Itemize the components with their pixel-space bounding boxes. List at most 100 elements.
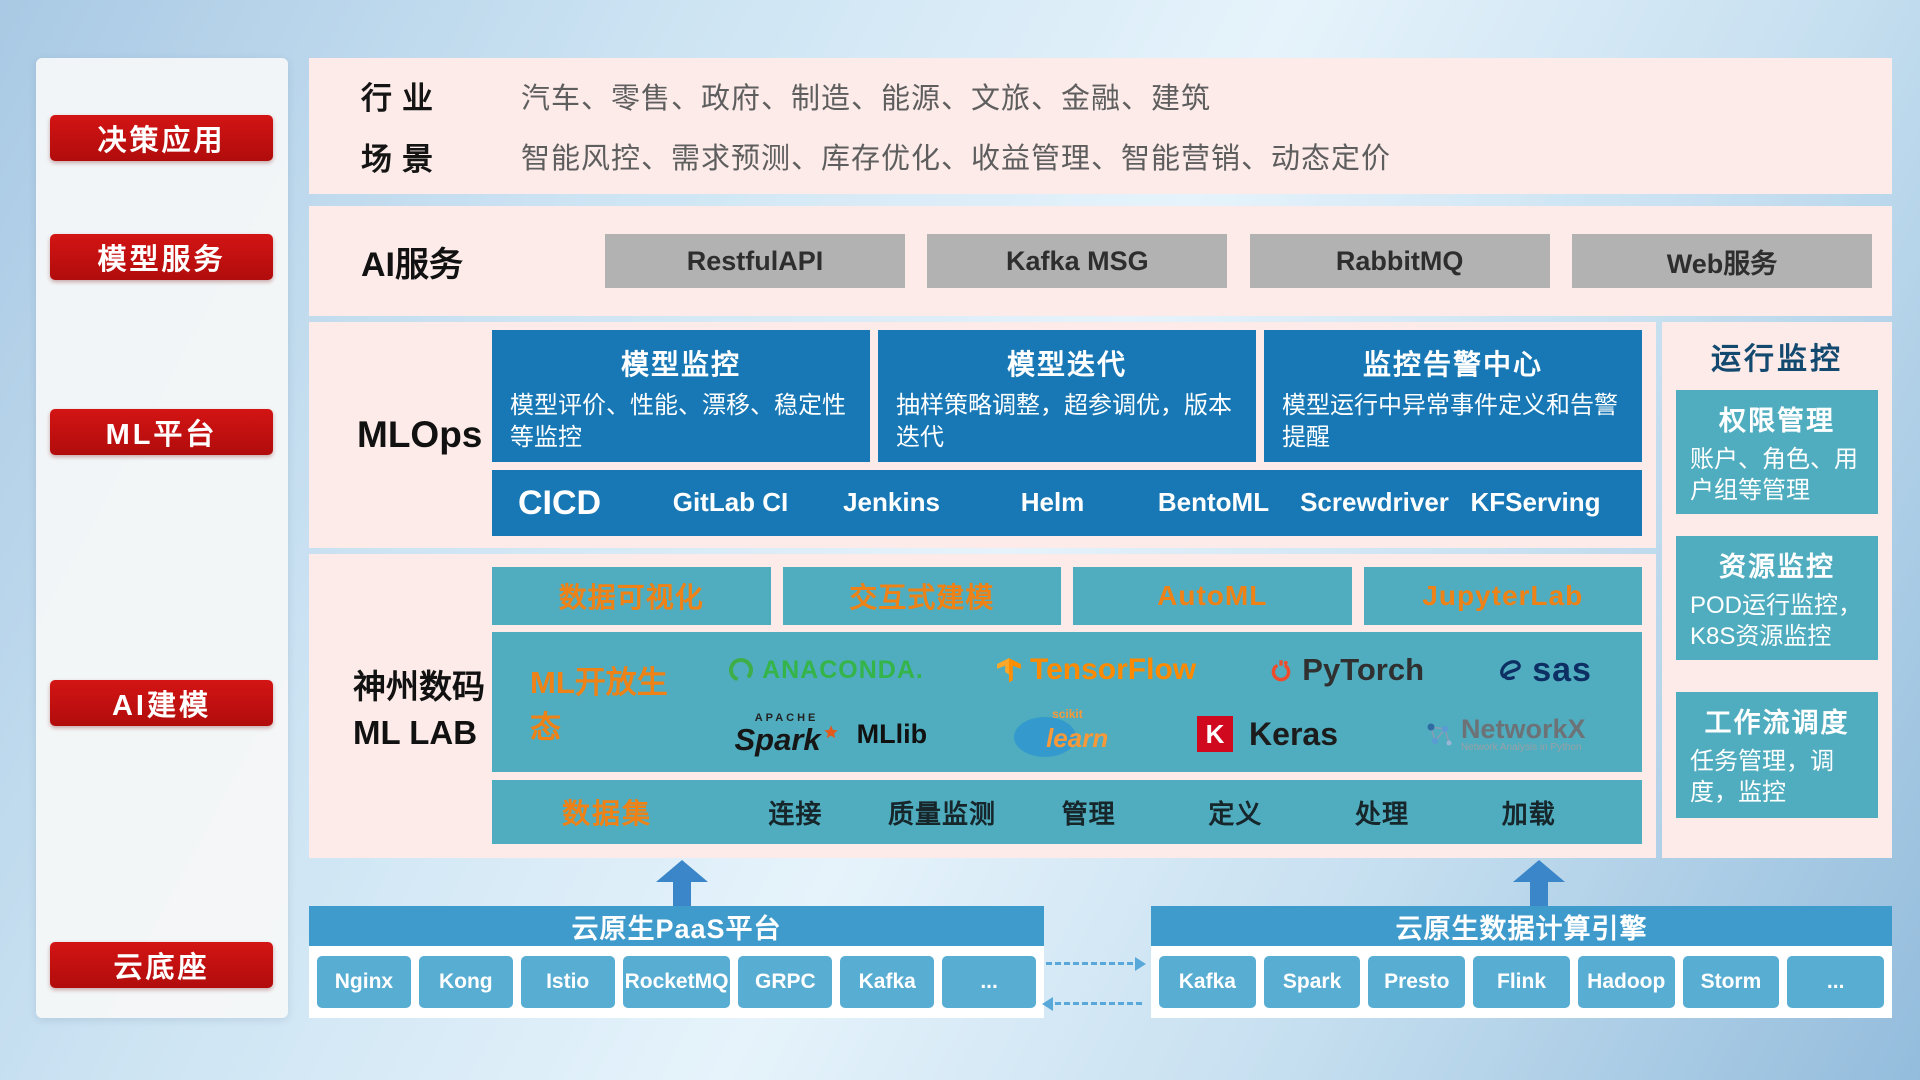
layer-label-cloud-base: 云底座 xyxy=(50,942,273,988)
runtime-monitor-title: 运行监控 xyxy=(1711,343,1843,376)
ecosystem-logo-row-2: APACHE Spark MLlib scikit learn xyxy=(692,704,1628,764)
card-desc: 账户、角色、用户组等管理 xyxy=(1690,446,1858,505)
card-desc: POD运行监控，K8S资源监控 xyxy=(1690,592,1863,651)
ecosystem-logo-row-1: ANACONDA. TensorFlow PyTorch sas xyxy=(692,640,1628,700)
ai-service-items: RestfulAPI Kafka MSG RabbitMQ Web服务 xyxy=(605,234,1872,288)
dataset-bar: 数据集 连接 质量监测 管理 定义 处理 加载 xyxy=(492,780,1642,844)
scikit-learn-logo: scikit learn xyxy=(1012,707,1112,761)
card-model-monitoring: 模型监控 模型评价、性能、漂移、稳定性等监控 xyxy=(492,330,870,462)
card-desc: 任务管理，调度，监控 xyxy=(1690,748,1834,807)
scikit-learn-icon xyxy=(1014,717,1077,757)
layer-label-ml-platform: ML平台 xyxy=(50,409,273,455)
ml-ecosystem-title: ML开放生态 xyxy=(530,665,668,745)
engine-more: ... xyxy=(1787,956,1885,1008)
engine-kafka: Kafka xyxy=(1159,956,1256,1008)
tool-interactive-modeling: 交互式建模 xyxy=(782,567,1061,625)
paas-kafka: Kafka xyxy=(840,956,935,1008)
anaconda-logo: ANACONDA. xyxy=(728,656,924,685)
card-title: 模型监控 xyxy=(620,349,741,380)
cicd-gitlab: GitLab CI xyxy=(672,487,789,518)
anaconda-icon xyxy=(729,658,754,682)
tensorflow-logo: TensorFlow xyxy=(996,653,1196,687)
cicd-kfserving: KFServing xyxy=(1470,487,1601,518)
apache-label: APACHE xyxy=(754,712,819,724)
layer-sidebar: 决策应用 模型服务 ML平台 AI建模 云底座 xyxy=(36,58,288,1018)
card-title: 模型迭代 xyxy=(1006,349,1127,380)
paas-panel: Nginx Kong Istio RocketMQ GRPC Kafka ... xyxy=(309,946,1044,1018)
scenario-list: 智能风控、需求预测、库存优化、收益管理、智能营销、动态定价 xyxy=(521,143,1392,176)
tensorflow-icon xyxy=(997,658,1021,683)
mllab-label: 神州数码 ML LAB xyxy=(353,664,485,756)
ecosystem-logos: ANACONDA. TensorFlow PyTorch sas xyxy=(692,640,1642,764)
dashed-arrow-left xyxy=(1042,997,1142,1011)
scikit-learn-wordmark: learn xyxy=(1046,723,1109,753)
paas-header: 云原生PaaS平台 xyxy=(309,906,1044,946)
spark-wordmark: Spark xyxy=(734,724,838,755)
paas-kong: Kong xyxy=(418,956,513,1008)
layer-label-decision-app: 决策应用 xyxy=(50,115,273,161)
paas-grpc: GRPC xyxy=(738,956,833,1008)
cicd-bentoml: BentoML xyxy=(1157,487,1270,518)
up-arrow-engine xyxy=(1513,860,1565,906)
networkx-wordmark: NetworkX xyxy=(1460,713,1586,744)
service-web: Web服务 xyxy=(1571,234,1872,288)
tool-data-visualization: 数据可视化 xyxy=(492,567,771,625)
service-restfulapi: RestfulAPI xyxy=(605,234,905,288)
tensorflow-wordmark: TensorFlow xyxy=(1030,653,1197,686)
engine-flink: Flink xyxy=(1473,956,1570,1008)
mllib-wordmark: MLlib xyxy=(856,718,928,749)
networkx-wordmark-block: NetworkX Network Analysis in Python xyxy=(1460,713,1586,754)
industry-row: 行业 汽车、零售、政府、制造、能源、文旅、金融、建筑 xyxy=(361,73,1892,118)
arrow-head xyxy=(656,860,708,882)
card-permission-mgmt: 权限管理 账户、角色、用户组等管理 xyxy=(1676,390,1878,514)
ml-ecosystem-box: ML开放生态 ANACONDA. TensorFlow PyTorch xyxy=(492,632,1642,772)
spark-wordmark-block: APACHE Spark xyxy=(734,713,838,755)
card-desc: 模型评价、性能、漂移、稳定性等监控 xyxy=(510,392,846,451)
card-alert-center: 监控告警中心 模型运行中异常事件定义和告警提醒 xyxy=(1264,330,1642,462)
tool-jupyterlab: JupyterLab xyxy=(1363,567,1642,625)
dataset-quality: 质量监测 xyxy=(888,798,997,829)
card-workflow-scheduler: 工作流调度 任务管理，调度，监控 xyxy=(1676,692,1878,818)
networkx-logo: NetworkX Network Analysis in Python xyxy=(1423,713,1586,754)
paas-istio: Istio xyxy=(520,956,615,1008)
layer-label-ai-modeling: AI建模 xyxy=(50,680,273,726)
tool-automl: AutoML xyxy=(1073,567,1352,625)
card-resource-monitor: 资源监控 POD运行监控，K8S资源监控 xyxy=(1676,536,1878,660)
ai-service-band: AI服务 RestfulAPI Kafka MSG RabbitMQ Web服务 xyxy=(309,206,1892,316)
networkx-icon xyxy=(1427,723,1452,746)
scenario-row: 场景 智能风控、需求预测、库存优化、收益管理、智能营销、动态定价 xyxy=(361,134,1892,179)
paas-rocketmq: RocketMQ xyxy=(622,956,731,1008)
card-title: 资源监控 xyxy=(1719,552,1835,582)
spark-text: Spark xyxy=(734,722,821,757)
dataset-load: 加载 xyxy=(1501,798,1556,829)
keras-wordmark: Keras xyxy=(1249,715,1338,752)
card-title: 监控告警中心 xyxy=(1362,349,1543,380)
sas-logo: sas xyxy=(1496,651,1592,690)
keras-logo: K Keras xyxy=(1197,716,1338,753)
engine-header: 云原生数据计算引擎 xyxy=(1151,906,1892,946)
mlops-band: MLOps 模型监控 模型评价、性能、漂移、稳定性等监控 模型迭代 抽样策略调整… xyxy=(309,322,1656,548)
runtime-monitor-column: 运行监控 权限管理 账户、角色、用户组等管理 资源监控 POD运行监控，K8S资… xyxy=(1662,322,1892,858)
up-arrow-paas xyxy=(656,860,708,906)
cicd-screwdriver: Screwdriver xyxy=(1300,487,1449,518)
industry-scenario-band: 行业 汽车、零售、政府、制造、能源、文旅、金融、建筑 场景 智能风控、需求预测、… xyxy=(309,58,1892,194)
mllab-tools-row: 数据可视化 交互式建模 AutoML JupyterLab xyxy=(492,567,1642,625)
card-title: 工作流调度 xyxy=(1704,708,1850,738)
mllab-label-line2: ML LAB xyxy=(353,714,478,752)
engine-panel: Kafka Spark Presto Flink Hadoop Storm ..… xyxy=(1151,946,1892,1018)
dashed-arrow-right xyxy=(1046,957,1146,971)
dataset-process: 处理 xyxy=(1355,798,1410,829)
pytorch-icon xyxy=(1271,660,1291,682)
mlops-label: MLOps xyxy=(357,414,483,455)
spark-mllib-logo: APACHE Spark MLlib xyxy=(734,713,928,756)
dataset-connect: 连接 xyxy=(768,798,823,829)
mllab-label-line1: 神州数码 xyxy=(353,668,485,705)
spark-star-icon xyxy=(823,725,838,739)
scenario-label: 场景 xyxy=(361,141,443,177)
cicd-title: CICD xyxy=(518,483,602,522)
dataset-title: 数据集 xyxy=(562,798,653,829)
cicd-bar: CICD GitLab CI Jenkins Helm BentoML Scre… xyxy=(492,470,1642,536)
scikit-small-label: scikit xyxy=(1052,707,1083,721)
industry-list: 汽车、零售、政府、制造、能源、文旅、金融、建筑 xyxy=(521,82,1212,115)
engine-spark: Spark xyxy=(1263,956,1361,1008)
